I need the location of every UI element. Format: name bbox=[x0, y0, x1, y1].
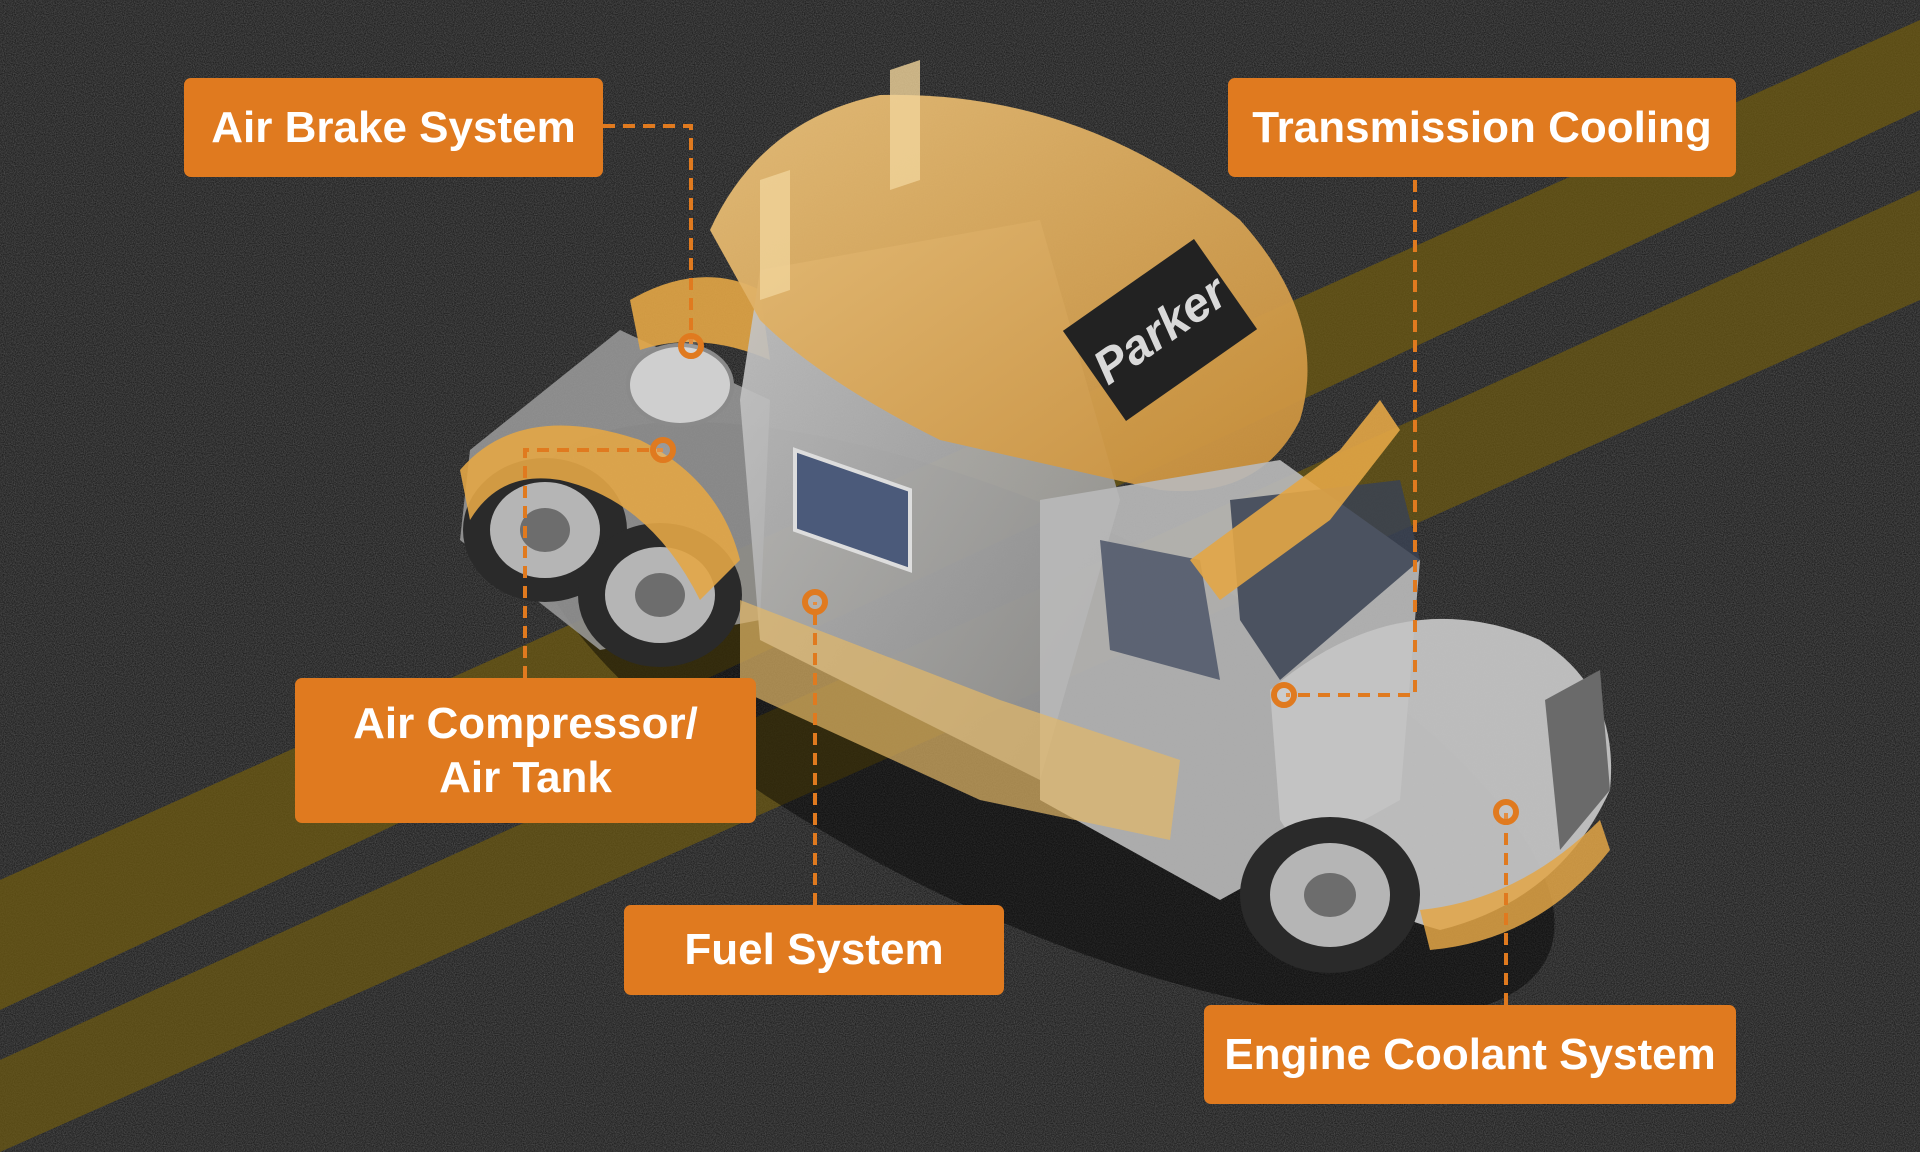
air-brake-pin-icon[interactable] bbox=[678, 333, 704, 359]
pin-markers bbox=[650, 333, 1519, 825]
sleeper-window bbox=[793, 447, 912, 573]
fifth-wheel bbox=[626, 343, 734, 427]
roof-extender-left bbox=[760, 170, 790, 300]
leader-transmission bbox=[1286, 180, 1417, 697]
rear-fender bbox=[460, 425, 740, 600]
roof-extender-right bbox=[890, 60, 920, 190]
air-tank-text: Air Tank bbox=[439, 752, 612, 802]
engine-coolant-system-label[interactable]: Engine Coolant System bbox=[1204, 1005, 1736, 1104]
front-wheel bbox=[1240, 817, 1420, 973]
transmission-pin-icon[interactable] bbox=[1271, 682, 1297, 708]
leader-lines bbox=[523, 124, 1508, 1005]
cab-side-window bbox=[1100, 540, 1220, 680]
sun-visor bbox=[1190, 400, 1400, 600]
fuel-tank bbox=[740, 600, 1180, 840]
coolant-pin-icon[interactable] bbox=[1493, 799, 1519, 825]
grille bbox=[1545, 670, 1610, 850]
air-compressor-air-tank-label[interactable]: Air Compressor/ Air Tank bbox=[295, 678, 756, 823]
air-brake-system-text: Air Brake System bbox=[211, 102, 576, 152]
leader-air-brake bbox=[603, 124, 693, 344]
transmission-cooling-text: Transmission Cooling bbox=[1252, 102, 1712, 152]
leader-compressor bbox=[523, 448, 663, 678]
air-compressor-text: Air Compressor/ bbox=[353, 698, 698, 748]
air-brake-system-label[interactable]: Air Brake System bbox=[184, 78, 603, 177]
compressor-pin-icon[interactable] bbox=[650, 437, 676, 463]
transmission-cooling-label[interactable]: Transmission Cooling bbox=[1228, 78, 1736, 177]
upper-fender bbox=[630, 277, 770, 360]
engine-coolant-system-text: Engine Coolant System bbox=[1224, 1029, 1716, 1079]
fuel-system-label[interactable]: Fuel System bbox=[624, 905, 1004, 995]
fuel-pin-icon[interactable] bbox=[802, 589, 828, 615]
fuel-system-text: Fuel System bbox=[684, 925, 944, 974]
front-bumper bbox=[1420, 820, 1610, 950]
